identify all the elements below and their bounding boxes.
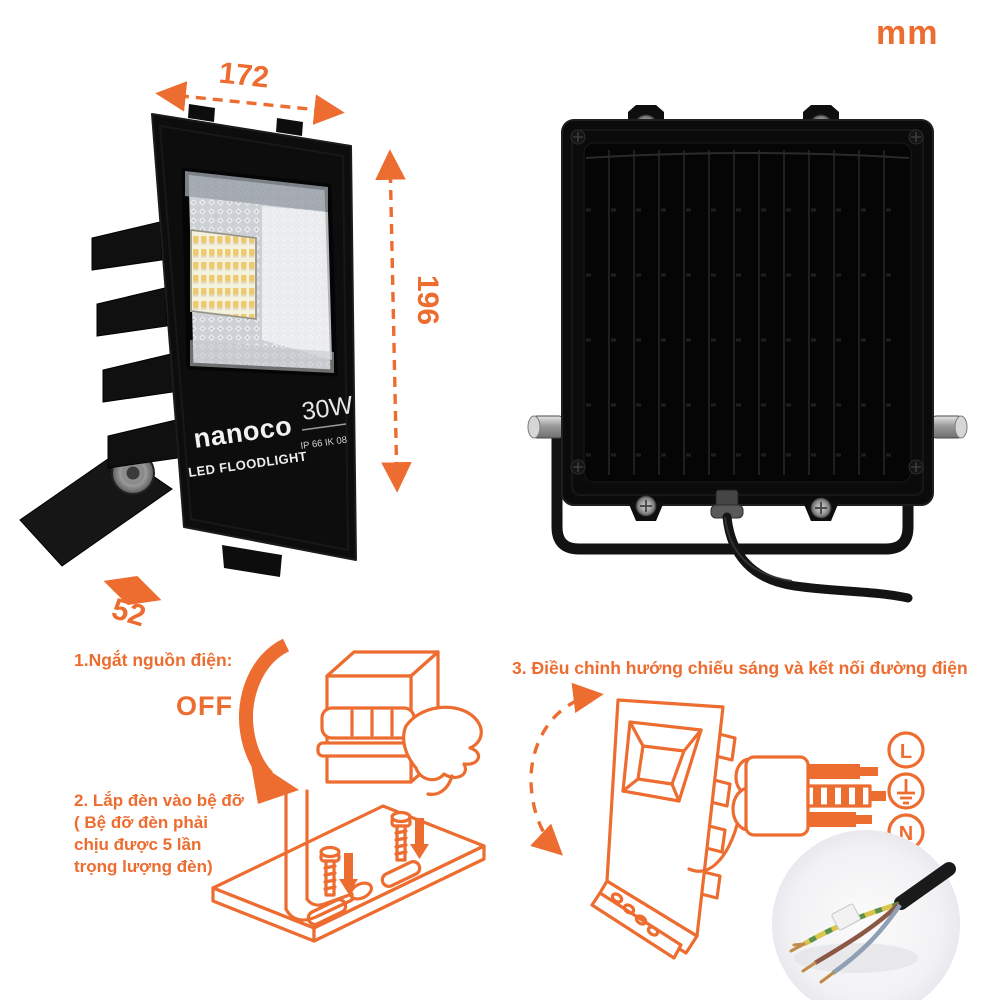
terminal-labels: L N [887, 731, 925, 851]
drawing-holes [610, 892, 660, 937]
front-bracket-arm [19, 451, 173, 567]
height-dimension-value: 196 [411, 275, 444, 325]
step2-line1: 2. Lắp đèn vào bệ đỡ [74, 791, 244, 810]
slot [306, 898, 348, 926]
step2-text-block: 2. Lắp đèn vào bệ đỡ ( Bệ đỡ đèn phải ch… [74, 790, 244, 878]
ground-symbol-icon [897, 779, 915, 805]
back-bottom-tabs [628, 495, 839, 521]
unit-label: mm [876, 14, 939, 52]
width-dimension-arrow [155, 81, 345, 125]
step2-illustration [211, 789, 486, 943]
rotation-arc-arrow [529, 682, 604, 856]
back-heatsink-panel [583, 142, 912, 483]
breaker-switch-lever [320, 706, 416, 740]
back-view-floodlight [527, 105, 968, 603]
led-panel [190, 228, 257, 321]
width-dimension-value: 172 [217, 57, 270, 95]
step2-line3: chịu được 5 lần [74, 835, 202, 854]
step2-line4: trọng lượng đèn) [74, 857, 213, 876]
hole [349, 881, 373, 901]
depth-dimension-arrow [103, 575, 162, 606]
curved-down-arrow [239, 638, 290, 782]
cable-connector-drawing [731, 755, 886, 837]
floodlight-line-drawing [590, 698, 752, 960]
step3-title: 3. Điều chỉnh hướng chiếu sáng và kết nố… [512, 658, 968, 678]
slot [380, 860, 422, 888]
photo-cable-sheath [894, 862, 956, 910]
step1-title: 1.Ngắt nguồn điện: [74, 650, 233, 670]
support-bracket [284, 789, 309, 911]
terminal-live-circle [887, 731, 925, 769]
off-label: OFF [176, 691, 233, 721]
photo-live-wire [813, 902, 901, 965]
front-heatsink-fins [91, 221, 179, 469]
bolt [390, 810, 412, 862]
height-dimension-arrow [375, 149, 412, 493]
terminal-live-label: L [900, 741, 912, 763]
power-cable [722, 512, 913, 603]
brand-power-icon [246, 414, 252, 424]
step2-line2: ( Bệ đỡ đèn phải [74, 813, 208, 832]
copper-tips [789, 942, 835, 984]
step1-illustration [239, 638, 483, 804]
neutral-wire [808, 812, 856, 827]
hand-icon [402, 705, 483, 782]
insert-arrow [339, 818, 429, 894]
front-view-floodlight: nanoco LED FLOODLIGHT 30W IP 66 IK 08 [19, 104, 357, 577]
back-corner-screws [570, 129, 924, 475]
breaker-box-drawing [316, 650, 483, 796]
front-reflector-window [181, 167, 338, 377]
live-wire [808, 764, 860, 779]
dimension-annotations [103, 81, 412, 606]
stripped-wire-photo [772, 830, 960, 1000]
photo-neutral-wire [831, 903, 902, 975]
depth-dimension-value: 52 [108, 592, 149, 633]
step3-illustration: L N [529, 682, 960, 1000]
wire-marker-sleeve [831, 903, 861, 931]
bolt [319, 845, 341, 897]
